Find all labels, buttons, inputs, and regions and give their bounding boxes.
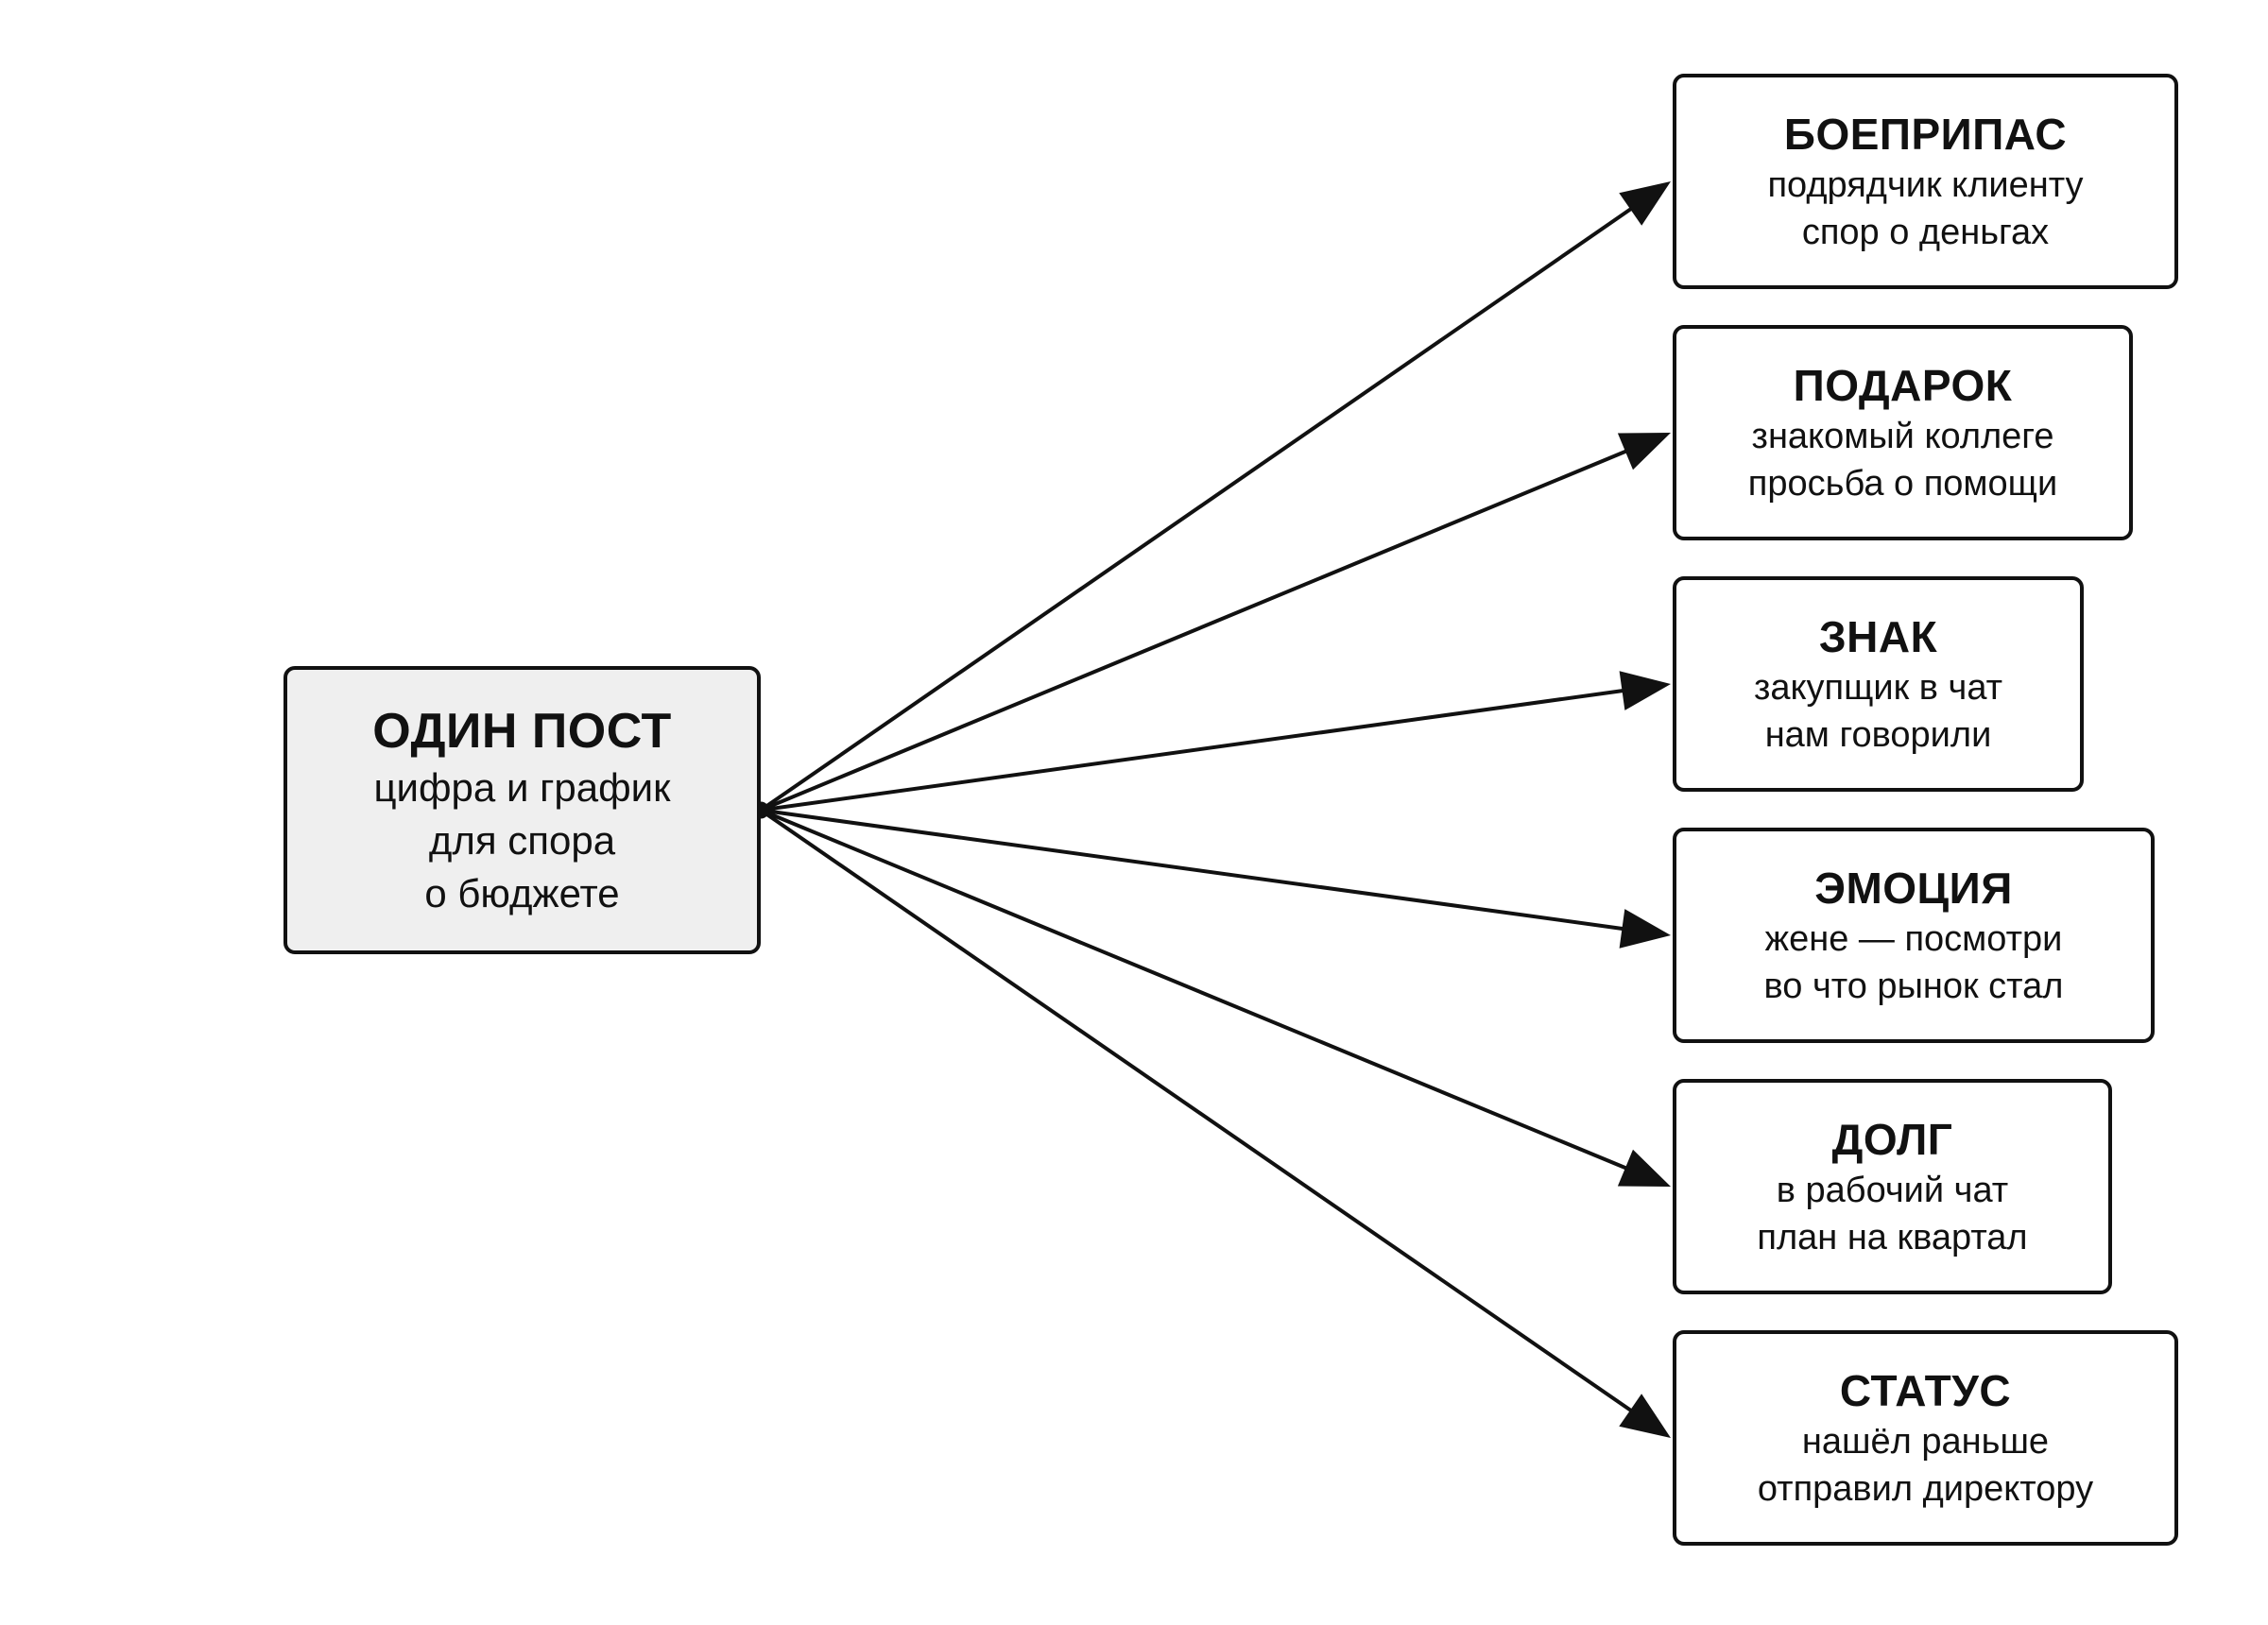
arrowhead-icon [1617, 433, 1671, 470]
source-line: цифра и график [373, 764, 671, 810]
target-line: жене — посмотри [1764, 919, 2063, 959]
target-title: ДОЛГ [1831, 1115, 1953, 1164]
source-line: для спора [428, 817, 616, 863]
target-line: нашёл раньше [1801, 1422, 2050, 1462]
target-line: план на квартал [1757, 1218, 2028, 1257]
connector-line [759, 808, 1635, 1414]
target-line: просьба о помощи [1747, 464, 2058, 504]
target-line: нам говорили [1764, 715, 1992, 755]
target-title: СТАТУС [1839, 1366, 2012, 1415]
target-line: в рабочий чат [1776, 1171, 2009, 1210]
target-title: БОЕПРИПАС [1783, 110, 2068, 159]
source-line: о бюджете [424, 870, 620, 915]
arrowhead-icon [1617, 1149, 1671, 1187]
target-node-status: СТАТУС нашёл раньше отправил директору [1673, 1330, 2178, 1546]
target-node-dolg: ДОЛГ в рабочий чат план на квартал [1673, 1079, 2112, 1294]
target-node-emotsiya: ЭМОЦИЯ жене — посмотри во что рынок стал [1673, 828, 2155, 1043]
target-title: ЗНАК [1818, 612, 1938, 661]
arrowhead-icon [1619, 909, 1671, 949]
connector-line [760, 448, 1630, 812]
target-node-znak: ЗНАК закупщик в чат нам говорили [1673, 576, 2084, 792]
source-node: ОДИН ПОСТ цифра и график для спора о бюд… [284, 666, 761, 954]
target-line: во что рынок стал [1763, 966, 2064, 1006]
connector-line [760, 808, 1626, 932]
arrowhead-icon [1619, 671, 1671, 710]
connector-line [759, 205, 1635, 812]
target-line: отправил директору [1757, 1469, 2094, 1509]
source-title: ОДИН ПОСТ [372, 703, 672, 759]
target-line: закупщик в чат [1753, 668, 2003, 708]
target-title: ЭМОЦИЯ [1814, 864, 2013, 913]
target-node-boepripas: БОЕПРИПАС подрядчик клиенту спор о деньг… [1673, 74, 2178, 289]
target-title: ПОДАРОК [1793, 361, 2013, 410]
target-line: спор о деньгах [1801, 213, 2050, 252]
arrowhead-icon [1619, 181, 1671, 226]
target-line: подрядчик клиенту [1767, 165, 2084, 205]
connector-line [760, 808, 1630, 1172]
target-line: знакомый коллеге [1751, 417, 2054, 456]
connector-line [760, 688, 1626, 812]
arrowhead-icon [1619, 1394, 1671, 1438]
target-node-podarok: ПОДАРОК знакомый коллеге просьба о помощ… [1673, 325, 2133, 540]
